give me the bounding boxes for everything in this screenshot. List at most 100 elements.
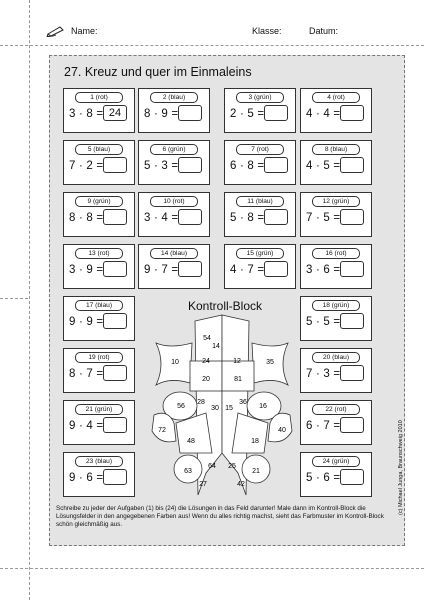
task-label: 17 (blau) xyxy=(75,300,123,311)
task-expression: 6 · 8 = xyxy=(230,160,265,172)
answer-field[interactable] xyxy=(340,105,364,121)
kontroll-number: 63 xyxy=(184,468,192,475)
kontroll-number: 35 xyxy=(266,359,274,366)
task-expression: 5 · 6 = xyxy=(306,472,341,484)
answer-field[interactable] xyxy=(264,261,288,277)
task-expression: 4 · 4 = xyxy=(306,108,341,120)
kontroll-number: 25 xyxy=(228,463,236,470)
cut-line-bottom xyxy=(0,568,424,569)
task-expression: 3 · 9 = xyxy=(69,264,104,276)
task-label: 18 (grün) xyxy=(312,300,360,311)
task-card: 17 (blau)9 · 9 = xyxy=(63,296,135,341)
kontroll-number: 64 xyxy=(208,463,216,470)
date-label: Datum: xyxy=(309,26,339,36)
task-label: 16 (rot) xyxy=(312,248,360,259)
task-label: 14 (blau) xyxy=(150,248,198,259)
answer-field[interactable] xyxy=(264,105,288,121)
answer-field[interactable] xyxy=(340,469,364,485)
task-expression: 3 · 4 = xyxy=(144,212,179,224)
answer-field[interactable] xyxy=(103,365,127,381)
kontroll-number: 28 xyxy=(197,399,205,406)
worksheet-title: 27. Kreuz und quer im Einmaleins xyxy=(64,65,252,79)
kontroll-number: 27 xyxy=(199,481,207,488)
task-card: 23 (blau) 9 · 6 = xyxy=(63,452,135,497)
cut-line-top xyxy=(0,45,424,46)
kontroll-title: Kontroll-Block xyxy=(187,299,263,313)
kontroll-number: 30 xyxy=(211,405,219,412)
task-card: 21 (grün) 9 · 4 = xyxy=(63,400,135,445)
answer-field[interactable] xyxy=(340,313,364,329)
task-label: 11 (blau) xyxy=(236,196,284,207)
task-expression: 9 · 4 = xyxy=(69,420,104,432)
task-card: 13 (rot) 3 · 9 = xyxy=(63,244,135,289)
task-card: 14 (blau)9 · 7 = xyxy=(138,244,210,289)
task-expression: 9 · 6 = xyxy=(69,472,104,484)
copyright-text: (c) Michael Junga, Braunschweig 2010 xyxy=(398,420,404,515)
task-card: 2 (blau)8 · 9 = xyxy=(138,88,210,133)
task-expression: 4 · 7 = xyxy=(230,264,265,276)
task-label: 21 (grün) xyxy=(75,404,123,415)
task-label: 13 (rot) xyxy=(75,248,123,259)
task-card: 12 (grün)7 · 5 = xyxy=(300,192,372,237)
task-label: 19 (rot) xyxy=(75,352,123,363)
task-label: 1 (rot) xyxy=(75,92,123,103)
answer-field[interactable] xyxy=(340,157,364,173)
kontroll-number: 54 xyxy=(203,335,211,342)
answer-field[interactable]: 24 xyxy=(103,105,127,121)
task-card: 10 (rot) 3 · 4 = xyxy=(138,192,210,237)
task-expression: 8 · 8 = xyxy=(69,212,104,224)
task-label: 23 (blau) xyxy=(75,456,123,467)
task-expression: 6 · 7 = xyxy=(306,420,341,432)
answer-field[interactable] xyxy=(103,469,127,485)
task-card: 8 (blau)4 · 5 = xyxy=(300,140,372,185)
task-label: 15 (grün) xyxy=(236,248,284,259)
answer-field[interactable] xyxy=(340,261,364,277)
task-expression: 7 · 2 = xyxy=(69,160,104,172)
class-label: Klasse: xyxy=(252,26,282,36)
answer-field[interactable] xyxy=(340,209,364,225)
task-expression: 7 · 3 = xyxy=(306,368,341,380)
task-expression: 2 · 5 = xyxy=(230,108,265,120)
answer-field[interactable] xyxy=(178,157,202,173)
answer-field[interactable] xyxy=(178,209,202,225)
answer-field[interactable] xyxy=(103,157,127,173)
punch-mark xyxy=(0,298,28,299)
answer-field[interactable] xyxy=(178,261,202,277)
task-label: 6 (grün) xyxy=(150,144,198,155)
task-label: 3 (grün) xyxy=(236,92,284,103)
task-card: 20 (blau)7 · 3 = xyxy=(300,348,372,393)
name-label: Name: xyxy=(71,26,98,36)
task-label: 9 (grün) xyxy=(75,196,123,207)
task-card: 18 (grün) 5 · 5 = xyxy=(300,296,372,341)
task-expression: 5 · 8 = xyxy=(230,212,265,224)
task-card: 5 (blau) 7 · 2 = xyxy=(63,140,135,185)
task-label: 10 (rot) xyxy=(150,196,198,207)
kontroll-number: 21 xyxy=(252,468,260,475)
task-label: 5 (blau) xyxy=(75,144,123,155)
answer-field[interactable] xyxy=(340,365,364,381)
task-label: 24 (grün) xyxy=(312,456,360,467)
answer-field[interactable] xyxy=(340,417,364,433)
answer-field[interactable] xyxy=(103,417,127,433)
task-expression: 3 · 6 = xyxy=(306,264,341,276)
task-label: 22 (rot) xyxy=(312,404,360,415)
answer-field[interactable] xyxy=(103,313,127,329)
task-expression: 5 · 3 = xyxy=(144,160,179,172)
answer-field[interactable] xyxy=(178,105,202,121)
kontroll-number: 18 xyxy=(251,438,259,445)
task-label: 7 (rot) xyxy=(236,144,284,155)
answer-field[interactable] xyxy=(264,157,288,173)
kontroll-number: 81 xyxy=(234,376,242,383)
kontroll-number: 56 xyxy=(177,403,185,410)
answer-field[interactable] xyxy=(103,261,127,277)
answer-field[interactable] xyxy=(103,209,127,225)
kontroll-number: 42 xyxy=(237,481,245,488)
kontroll-number: 24 xyxy=(202,358,210,365)
instructions-text: Schreibe zu jeder der Aufgaben (1) bis (… xyxy=(56,505,384,528)
kontroll-number: 12 xyxy=(233,358,241,365)
task-card: 15 (grün) 4 · 7 = xyxy=(224,244,296,289)
task-expression: 5 · 5 = xyxy=(306,316,341,328)
answer-field[interactable] xyxy=(264,209,288,225)
